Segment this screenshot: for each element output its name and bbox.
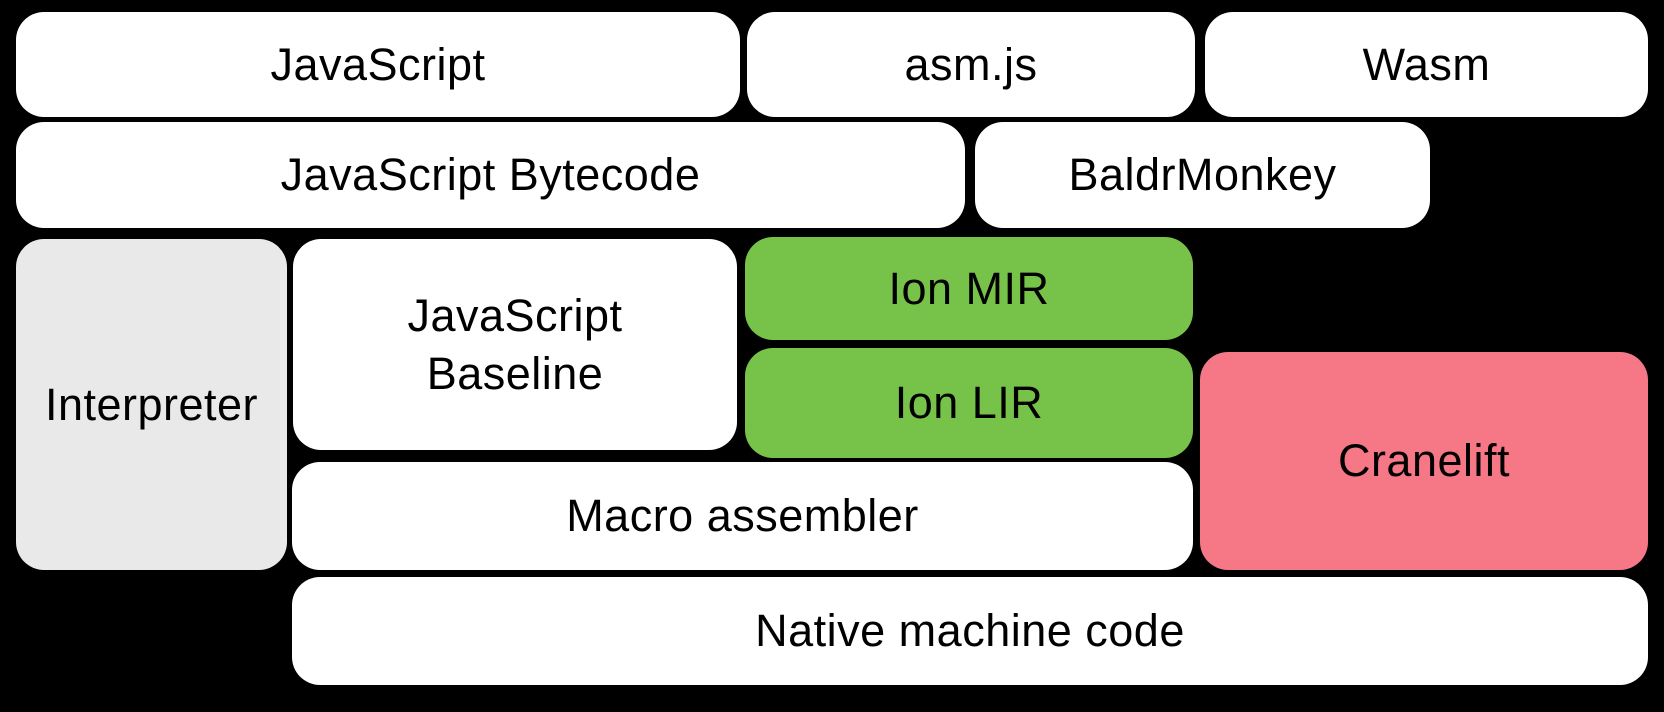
block-javascript-bytecode: JavaScript Bytecode <box>16 122 965 228</box>
block-baldrmonkey: BaldrMonkey <box>975 122 1430 228</box>
block-ion-mir: Ion MIR <box>745 237 1193 340</box>
block-native-machine-code: Native machine code <box>292 577 1648 685</box>
block-javascript-baseline: JavaScript Baseline <box>293 239 737 450</box>
block-cranelift: Cranelift <box>1200 352 1648 570</box>
block-asm-js: asm.js <box>747 12 1195 117</box>
block-ion-lir: Ion LIR <box>745 348 1193 458</box>
block-macro-assembler: Macro assembler <box>292 462 1193 570</box>
block-javascript: JavaScript <box>16 12 740 117</box>
block-interpreter: Interpreter <box>16 239 287 570</box>
block-wasm: Wasm <box>1205 12 1648 117</box>
